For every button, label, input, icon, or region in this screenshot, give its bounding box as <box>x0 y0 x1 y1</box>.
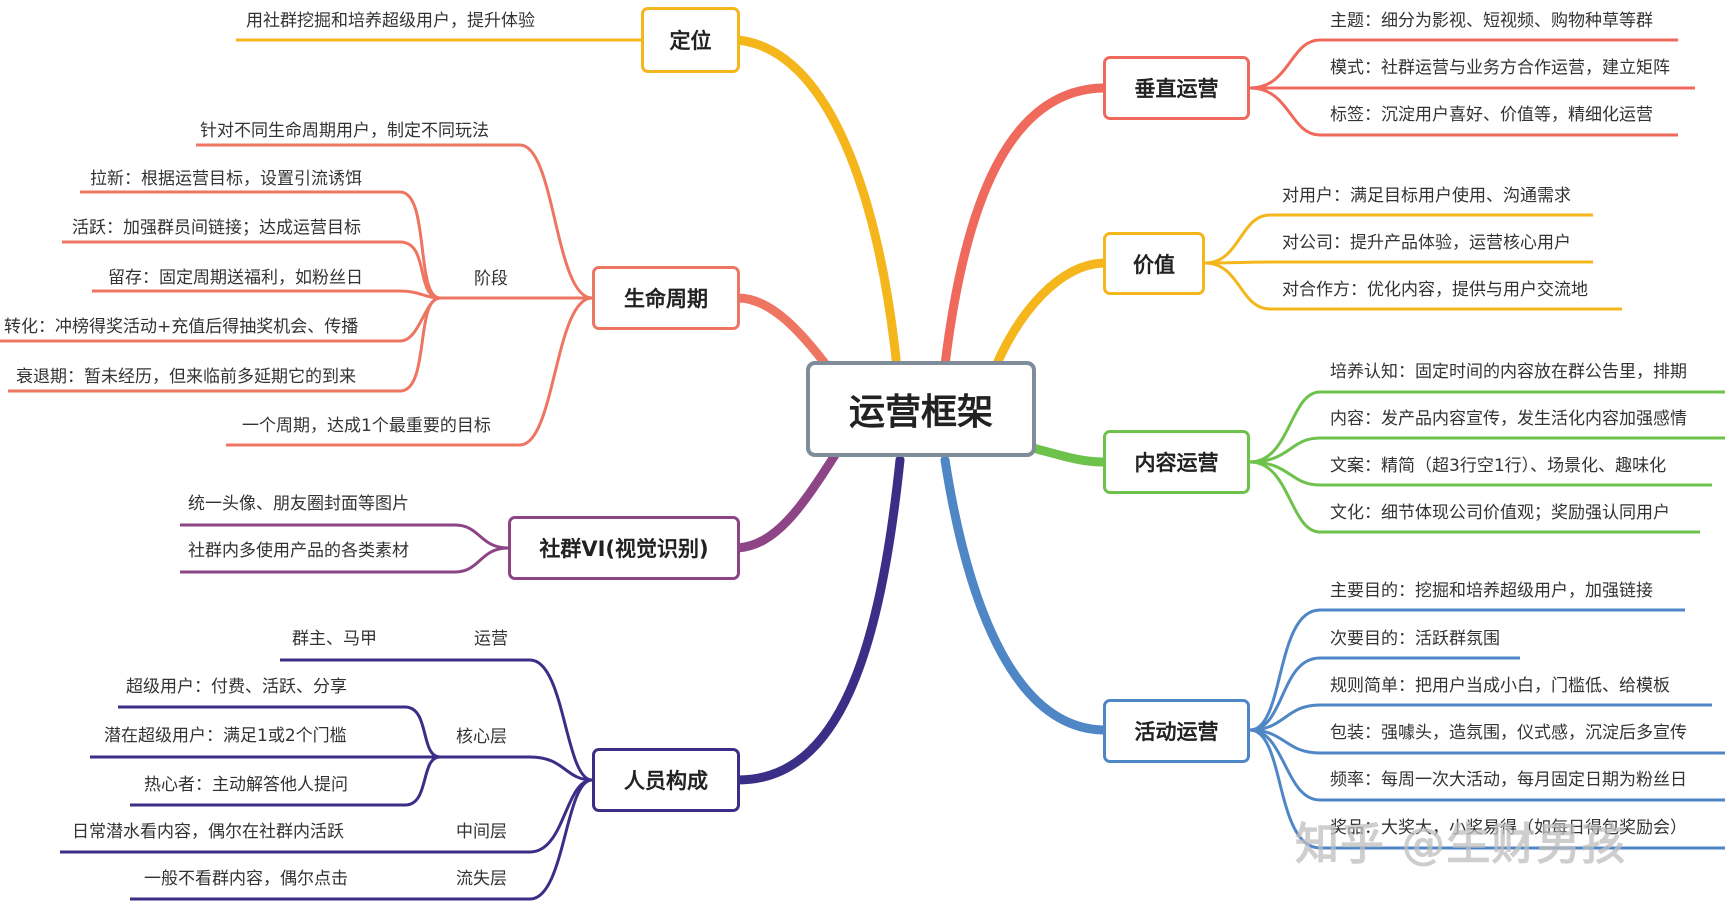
vi-item: 社群内多使用产品的各类素材 <box>188 541 409 561</box>
activity-item: 频率：每周一次大活动，每月固定日期为粉丝日 <box>1330 770 1687 790</box>
value-item: 对公司：提升产品体验，运营核心用户 <box>1282 233 1571 253</box>
activity-item: 奖品：大奖大，小奖易得（如每日得包奖励会） <box>1330 818 1687 838</box>
branch-vi <box>733 450 840 553</box>
content-item: 文案：精简（超3行空1行）、场景化、趣味化 <box>1330 456 1667 476</box>
topic-members[interactable]: 人员构成 <box>592 748 740 812</box>
content-item: 培养认知：固定时间的内容放在群公告里，排期 <box>1330 362 1687 382</box>
members-ops: 群主、马甲 <box>292 629 377 649</box>
lifecycle-stage: 活跃：加强群员间链接；达成运营目标 <box>72 218 361 238</box>
central-topic[interactable]: 运营框架 <box>806 361 1036 457</box>
members-core-label: 核心层 <box>456 727 507 747</box>
members-lost: 一般不看群内容，偶尔点击 <box>144 869 348 889</box>
lifecycle-stage: 转化：冲榜得奖活动+充值后得抽奖机会、传播 <box>4 317 359 337</box>
members-core-item: 超级用户：付费、活跃、分享 <box>126 677 347 697</box>
members-core-item: 热心者：主动解答他人提问 <box>144 775 348 795</box>
topic-activity[interactable]: 活动运营 <box>1103 699 1250 763</box>
members-lost-label: 流失层 <box>456 869 507 889</box>
connectors-vi <box>180 523 509 574</box>
members-middle-label: 中间层 <box>456 822 507 842</box>
vertical-item: 主题：细分为影视、短视频、购物种草等群 <box>1330 11 1653 31</box>
branch-huodong <box>940 455 1108 735</box>
connectors-jiazhi <box>1204 213 1622 311</box>
activity-item: 规则简单：把用户当成小白，门槛低、给模板 <box>1330 676 1670 696</box>
content-item: 文化：细节体现公司价值观；奖励强认同用户 <box>1330 503 1670 523</box>
value-item: 对用户：满足目标用户使用、沟通需求 <box>1282 186 1571 206</box>
connectors-shengming <box>0 143 593 447</box>
connectors-neirong <box>1249 390 1725 534</box>
activity-item: 主要目的：挖掘和培养超级用户，加强链接 <box>1330 581 1653 601</box>
members-core-item: 潜在超级用户：满足1或2个门槛 <box>104 726 347 746</box>
vi-item: 统一头像、朋友圈封面等图片 <box>188 494 409 514</box>
members-middle: 日常潜水看内容，偶尔在社群内活跃 <box>72 822 344 842</box>
branch-shengming <box>733 293 835 375</box>
branch-renyuan <box>733 455 905 785</box>
connectors-huodong <box>1249 608 1725 850</box>
topic-positioning[interactable]: 定位 <box>641 7 740 73</box>
content-item: 内容：发产品内容宣传，发生活化内容加强感情 <box>1330 409 1687 429</box>
topic-vi[interactable]: 社群VI(视觉识别) <box>508 516 740 580</box>
branch-chuizhi <box>940 83 1108 370</box>
lifecycle-stage: 留存：固定周期送福利，如粉丝日 <box>108 268 363 288</box>
topic-content[interactable]: 内容运营 <box>1103 430 1250 494</box>
topic-vertical[interactable]: 垂直运营 <box>1103 56 1250 120</box>
branch-jiazhi <box>990 258 1108 373</box>
value-item: 对合作方：优化内容，提供与用户交流地 <box>1282 280 1588 300</box>
positioning-item: 用社群挖掘和培养超级用户，提升体验 <box>246 11 535 31</box>
lifecycle-bottom: 一个周期，达成1个最重要的目标 <box>242 416 491 436</box>
vertical-item: 模式：社群运营与业务方合作运营，建立矩阵 <box>1330 58 1670 78</box>
activity-item: 次要目的：活跃群氛围 <box>1330 629 1500 649</box>
lifecycle-stage-label: 阶段 <box>474 269 508 289</box>
lifecycle-top: 针对不同生命周期用户，制定不同玩法 <box>200 121 489 141</box>
branch-neirong <box>1028 443 1108 467</box>
lifecycle-stage: 拉新：根据运营目标，设置引流诱饵 <box>90 169 362 189</box>
topic-lifecycle[interactable]: 生命周期 <box>592 266 740 330</box>
members-ops-label: 运营 <box>474 629 508 649</box>
connectors-renyuan <box>60 658 593 901</box>
branch-dingwei <box>733 35 902 373</box>
topic-value[interactable]: 价值 <box>1103 232 1205 295</box>
vertical-item: 标签：沉淀用户喜好、价值等，精细化运营 <box>1330 105 1653 125</box>
zhihu-watermark: 知乎 @生财男孩 <box>1295 819 1627 870</box>
lifecycle-stage: 衰退期：暂未经历，但来临前多延期它的到来 <box>16 367 356 387</box>
connectors-chuizhi <box>1249 38 1695 137</box>
activity-item: 包装：强噱头，造氛围，仪式感，沉淀后多宣传 <box>1330 723 1687 743</box>
